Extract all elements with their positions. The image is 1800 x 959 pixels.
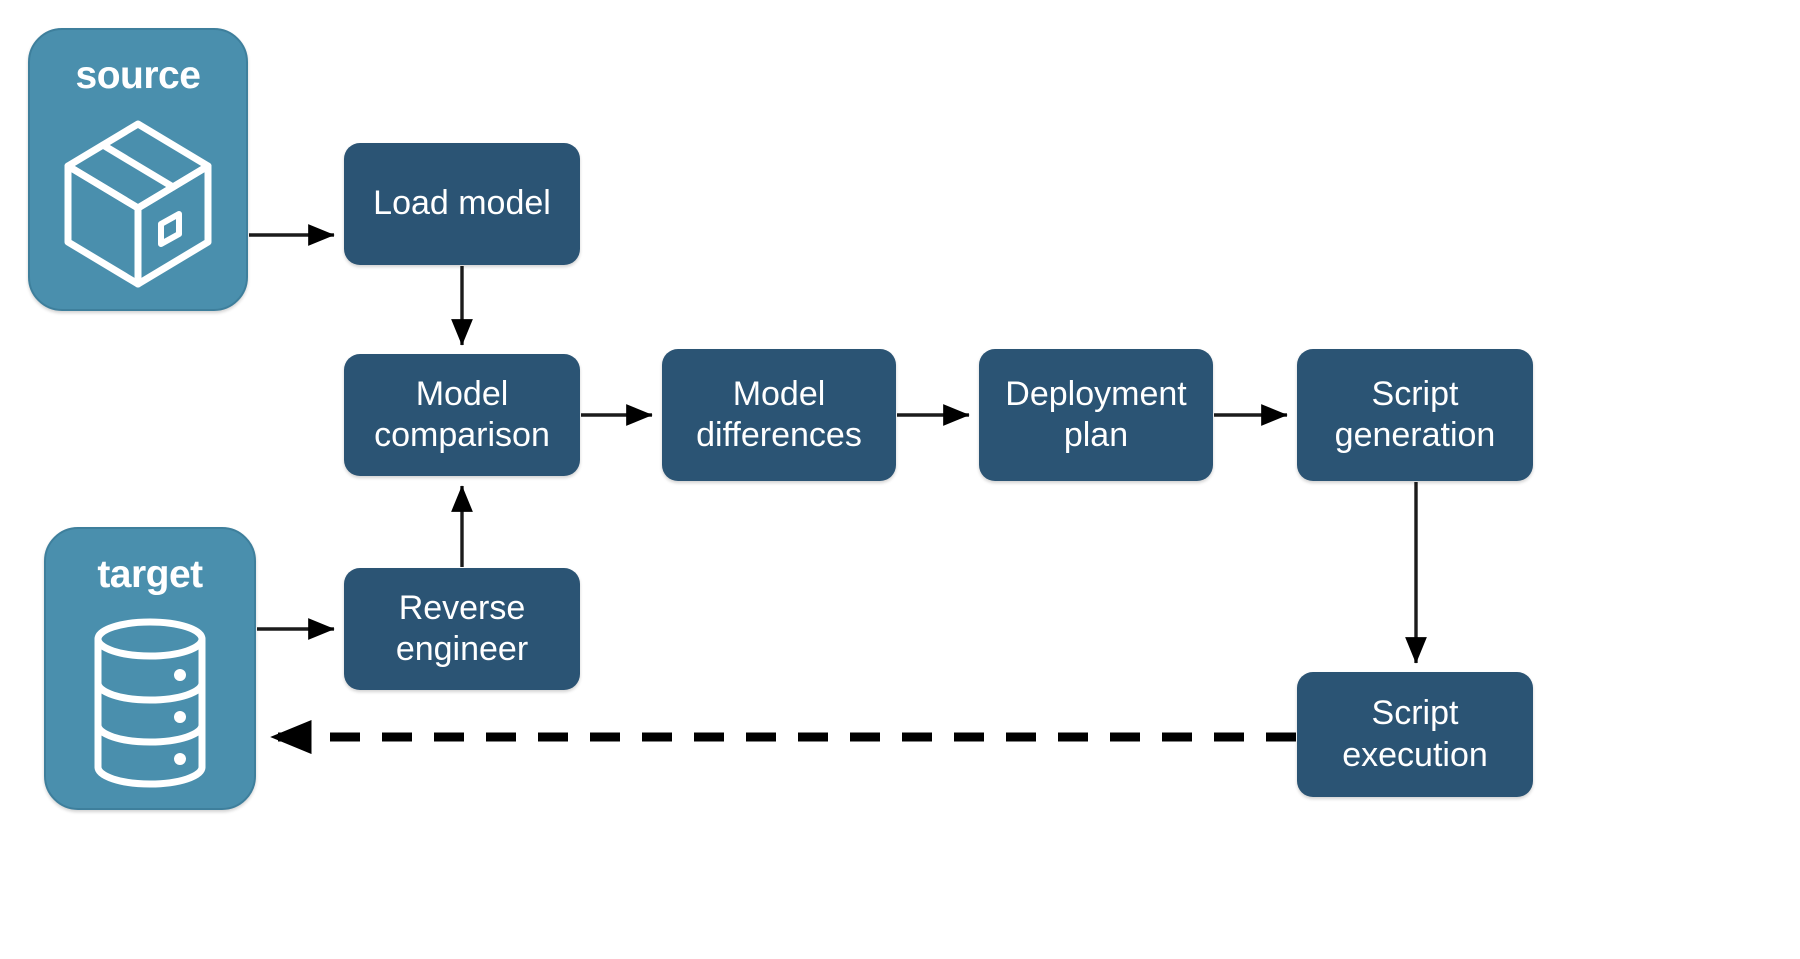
- process-model-comparison[interactable]: Model comparison: [344, 354, 580, 476]
- process-deployment-plan-label: Deployment plan: [1005, 374, 1187, 454]
- package-box-icon: [30, 100, 246, 309]
- process-script-execution[interactable]: Script execution: [1297, 672, 1533, 797]
- process-model-differences-label: Model differences: [696, 374, 862, 454]
- process-load-model[interactable]: Load model: [344, 143, 580, 265]
- process-reverse-engineer[interactable]: Reverse engineer: [344, 568, 580, 690]
- endpoint-source-label: source: [75, 54, 201, 97]
- process-load-model-label: Load model: [373, 184, 551, 223]
- endpoint-target-label: target: [97, 553, 203, 596]
- process-script-generation[interactable]: Script generation: [1297, 349, 1533, 481]
- process-script-generation-label: Script generation: [1334, 374, 1496, 454]
- database-cylinder-icon: [46, 599, 254, 808]
- process-deployment-plan[interactable]: Deployment plan: [979, 349, 1213, 481]
- process-model-differences[interactable]: Model differences: [662, 349, 896, 481]
- endpoint-source[interactable]: source: [28, 28, 248, 311]
- process-script-execution-label: Script execution: [1342, 694, 1488, 774]
- process-reverse-engineer-label: Reverse engineer: [395, 588, 529, 668]
- process-model-comparison-label: Model comparison: [374, 374, 550, 454]
- endpoint-target[interactable]: target: [44, 527, 256, 810]
